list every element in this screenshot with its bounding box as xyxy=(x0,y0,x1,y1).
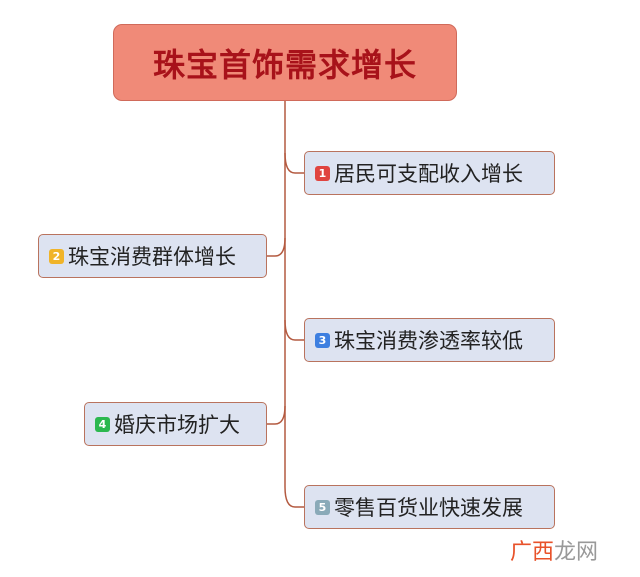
root-topic-label: 珠宝首饰需求增长 xyxy=(152,45,417,84)
priority-badge-1: 1 xyxy=(315,165,330,181)
watermark-part-2: 龙网 xyxy=(554,540,599,565)
connector-5 xyxy=(284,424,304,508)
branch-label-4: 婚庆市场扩大 xyxy=(114,413,240,437)
priority-badge-3: 3 xyxy=(315,332,330,348)
branch-label-5: 零售百货业快速发展 xyxy=(334,496,523,520)
branch-node-5[interactable]: 5 零售百货业快速发展 xyxy=(304,485,555,529)
branch-label-2: 珠宝消费群体增长 xyxy=(68,245,236,269)
branch-node-2[interactable]: 2 珠宝消费群体增长 xyxy=(38,234,267,278)
branch-node-4[interactable]: 4 婚庆市场扩大 xyxy=(84,402,267,446)
branch-node-3[interactable]: 3 珠宝消费渗透率较低 xyxy=(304,318,555,362)
branch-label-1: 居民可支配收入增长 xyxy=(334,162,523,186)
connector-1 xyxy=(284,152,304,174)
connector-2 xyxy=(267,237,286,257)
priority-badge-2: 2 xyxy=(49,248,64,264)
connector-3 xyxy=(284,319,304,341)
site-watermark: 广西龙网 xyxy=(510,534,598,566)
priority-badge-5: 5 xyxy=(315,499,330,515)
branch-node-1[interactable]: 1 居民可支配收入增长 xyxy=(304,151,555,195)
root-topic[interactable]: 珠宝首饰需求增长 xyxy=(113,24,457,101)
priority-badge-4: 4 xyxy=(95,416,110,432)
branch-label-3: 珠宝消费渗透率较低 xyxy=(334,329,523,353)
watermark-part-1: 广西 xyxy=(510,540,555,565)
connector-4 xyxy=(267,405,286,425)
